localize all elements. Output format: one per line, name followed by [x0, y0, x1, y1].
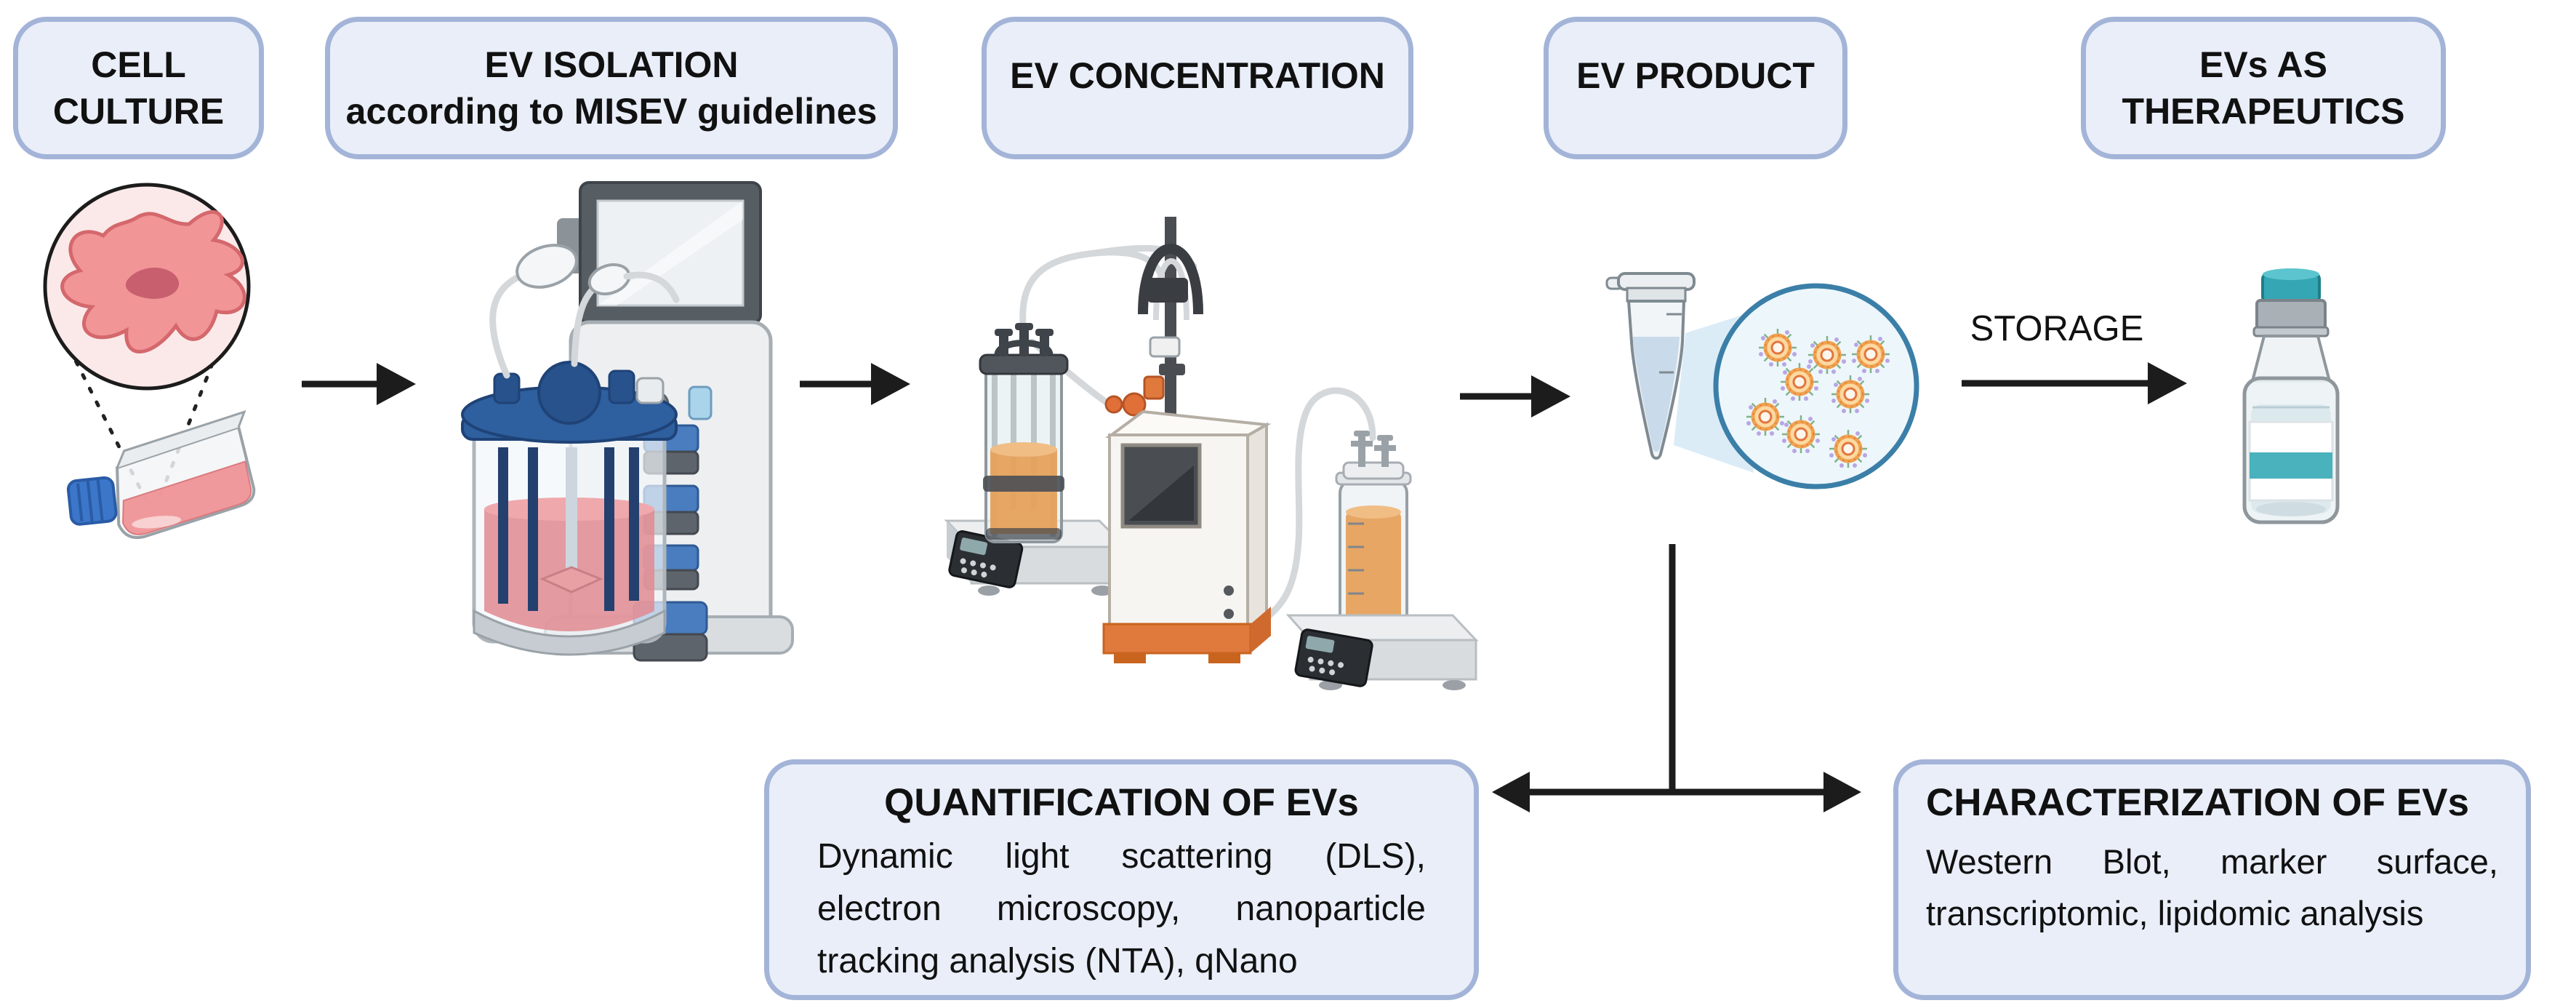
step-label: EV ISOLATION according to MISEV guidelin… [345, 44, 878, 132]
step-label: EVs AS THERAPEUTICS [2122, 44, 2405, 132]
step-label: EV PRODUCT [1576, 55, 1815, 96]
cell-icon [60, 209, 246, 353]
step-box-cell-culture: CELL CULTURE [13, 17, 264, 159]
storage-label: STORAGE [1970, 309, 2144, 348]
microcentrifuge-tube-icon [1605, 272, 1696, 460]
step-box-ev-isolation: EV ISOLATION according to MISEV guidelin… [325, 17, 898, 159]
step-box-ev-product: EV PRODUCT [1544, 17, 1847, 159]
step-label: EV CONCENTRATION [1010, 55, 1385, 96]
double-headed-arrow-icon [1492, 544, 1861, 812]
scale-display [948, 530, 1024, 588]
step-label: CELL CULTURE [52, 44, 225, 132]
right-arrow-icon [302, 363, 416, 405]
characterization-panel: CHARACTERIZATION OF EVs Western Blot, ma… [1893, 759, 2531, 1000]
right-arrow-icon [800, 363, 910, 405]
quantification-panel: QUANTIFICATION OF EVs Dynamic light scat… [764, 759, 1479, 1000]
culture-flask-icon [66, 409, 256, 540]
quantification-title: QUANTIFICATION OF EVs [884, 781, 1359, 824]
storage-arrow-icon [1962, 362, 2187, 404]
quantification-body: Dynamic light scattering (DLS), electron… [817, 837, 1426, 980]
step-box-evs-as-therapeutics: EVs AS THERAPEUTICS [2081, 17, 2446, 159]
scale-display [1294, 628, 1373, 687]
step-box-ev-concentration: EV CONCENTRATION [982, 17, 1413, 159]
characterization-title: CHARACTERIZATION OF EVs [1926, 781, 2469, 824]
characterization-body: Western Blot, marker surface, transcript… [1926, 842, 2498, 932]
right-arrow-icon [1460, 375, 1570, 417]
